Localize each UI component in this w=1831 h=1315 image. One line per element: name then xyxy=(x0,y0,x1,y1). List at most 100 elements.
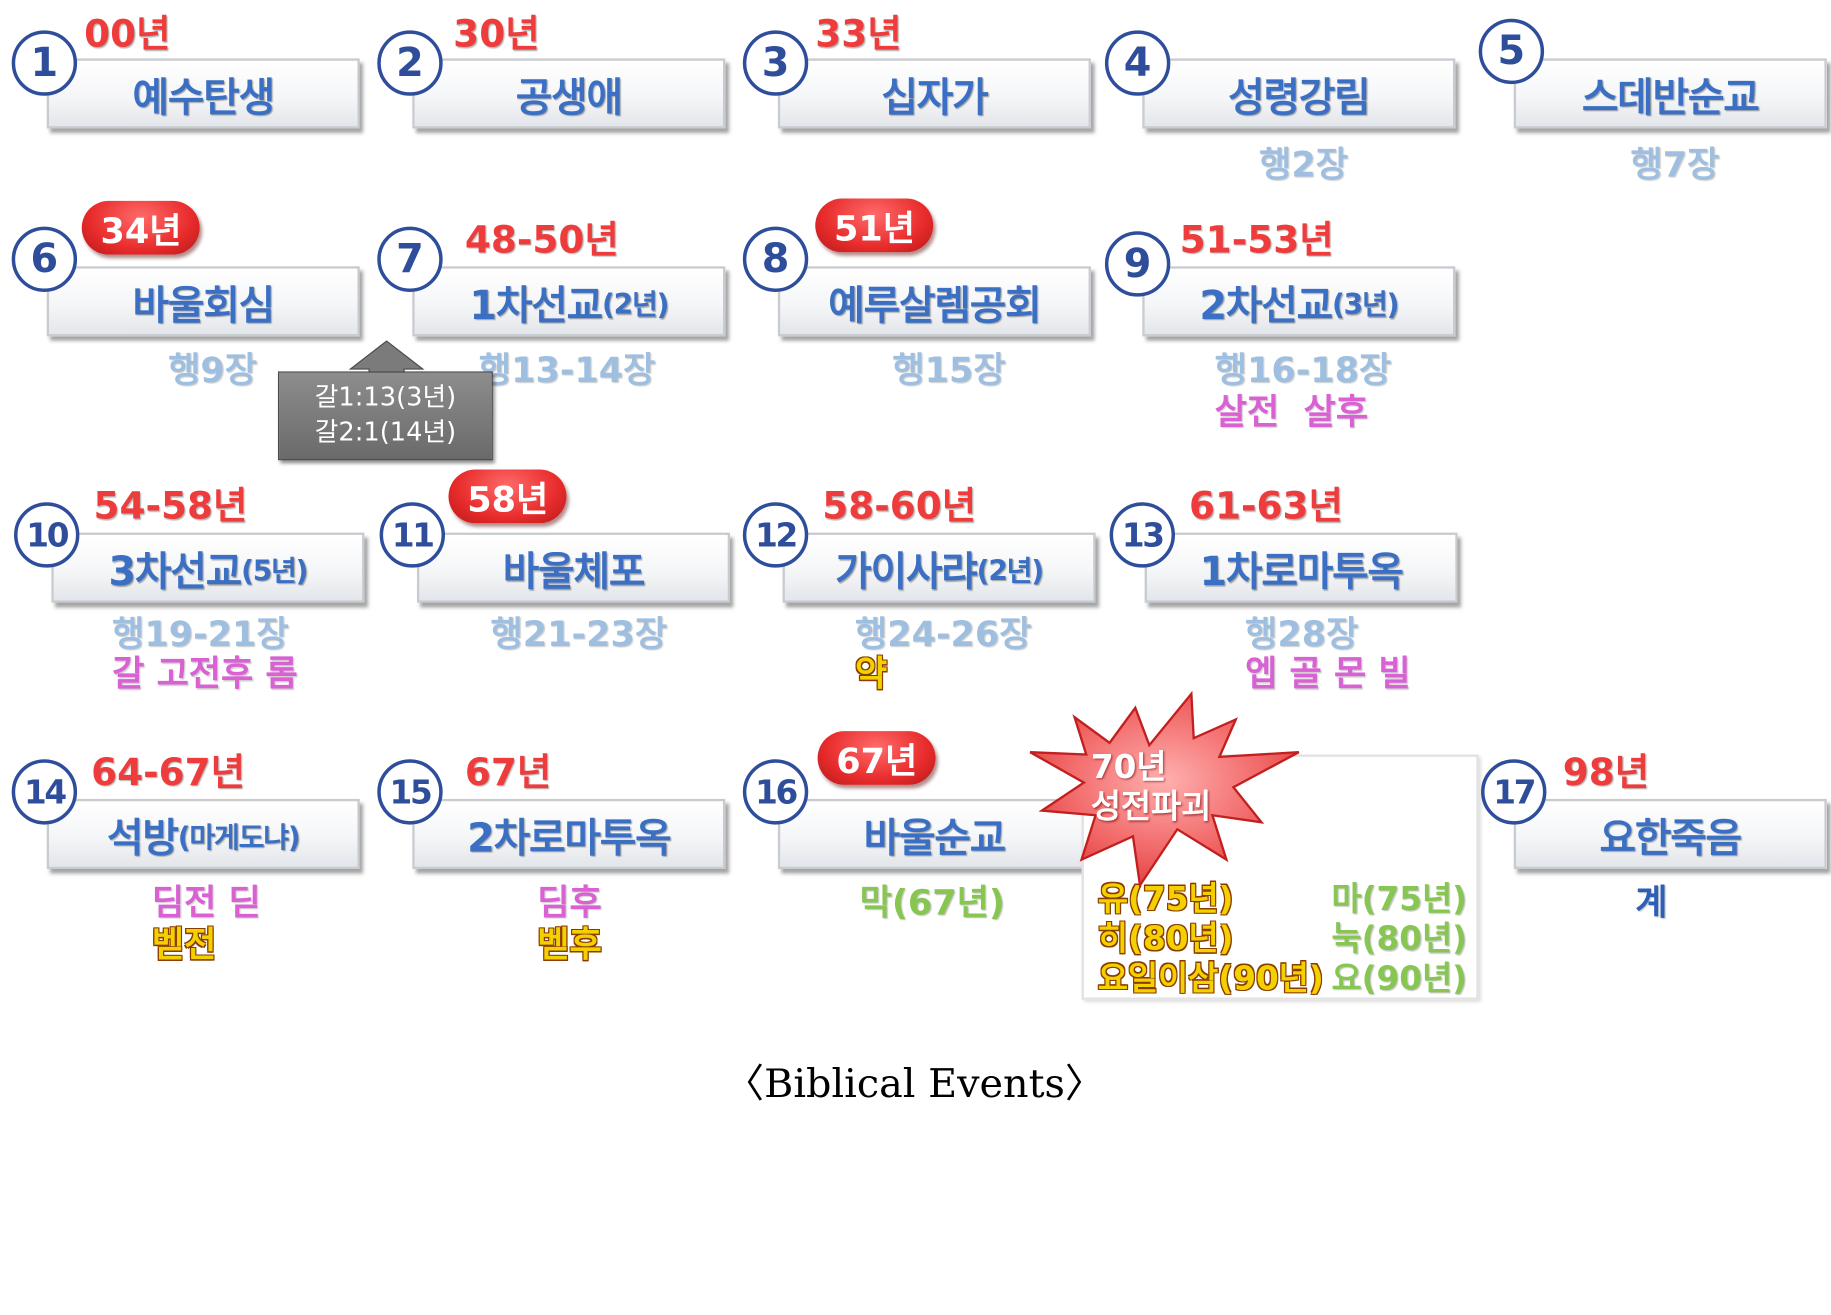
event-year-11: 58년 xyxy=(448,469,567,524)
event-ref-6: 행9장 xyxy=(168,350,258,392)
event-title: 예수탄생 xyxy=(132,74,275,121)
event-title: 십자가 xyxy=(881,74,988,121)
event-ref-12: 행24-26장 xyxy=(854,614,1032,656)
event-title-small: (마게도냐) xyxy=(177,820,301,854)
event-title-small: (2년) xyxy=(976,554,1044,587)
event-box-17: 요한죽음 xyxy=(1513,798,1827,869)
temple-title: 성전파괴 xyxy=(1090,787,1212,826)
temple-year: 70년 xyxy=(1090,747,1167,787)
event-year-6: 34년 xyxy=(81,200,201,255)
event-year-3: 33년 xyxy=(815,11,902,57)
event-number-17: 17 xyxy=(1481,759,1547,825)
event-title: 석방 xyxy=(106,814,179,862)
event-letters-15: 딤후 xyxy=(537,883,602,924)
event-title-small: (5년) xyxy=(241,554,308,587)
event-box-2: 공생애 xyxy=(412,58,726,129)
event-title: 스데반순교 xyxy=(1581,74,1760,121)
event-title: 3차선교 xyxy=(108,548,242,596)
event-letters-16: 막(67년) xyxy=(859,883,1005,924)
event-ref-7: 행13-14장 xyxy=(478,350,656,392)
event-ref-8: 행15장 xyxy=(892,350,1006,392)
event-title: 바울순교 xyxy=(863,814,1007,862)
event-ref-4: 행2장 xyxy=(1259,144,1348,186)
event-letters2-15: 벧후 xyxy=(537,925,602,966)
temple-left-2: 히(80년) xyxy=(1097,919,1234,958)
event-number-12: 12 xyxy=(742,502,809,568)
event-number-13: 13 xyxy=(1109,502,1176,568)
event-ref-10: 행19-21장 xyxy=(112,614,289,656)
temple-left-1: 유(75년) xyxy=(1097,879,1234,919)
explosion-icon xyxy=(1029,690,1300,889)
event-number-5: 5 xyxy=(1478,18,1545,85)
event-title: 예루살렘공회 xyxy=(828,282,1041,329)
event-number-14: 14 xyxy=(11,759,78,825)
event-letters-9: 살전 살후 xyxy=(1214,392,1369,434)
event-number-8: 8 xyxy=(742,226,809,292)
event-box-13: 1차로마투옥 xyxy=(1144,532,1458,603)
event-title-small: (3년) xyxy=(1331,287,1399,321)
temple-left-3: 요일이삼(90년) xyxy=(1097,958,1324,998)
event-title: 바울체포 xyxy=(502,548,646,596)
event-number-1: 1 xyxy=(11,30,78,96)
event-number-15: 15 xyxy=(377,759,443,825)
event-letters-12: 약 xyxy=(854,654,888,695)
event-year-17: 98년 xyxy=(1562,749,1650,795)
event-box-11: 바울체포 xyxy=(416,532,730,603)
event-box-6: 바울회심 xyxy=(46,266,360,337)
event-ref-11: 행21-23장 xyxy=(490,614,668,656)
event-number-10: 10 xyxy=(14,502,80,568)
event-number-16: 16 xyxy=(742,759,809,825)
event-title: 2차로마투옥 xyxy=(467,814,671,862)
event-ref-9: 행16-18장 xyxy=(1214,350,1392,392)
event-box-14: 석방(마게도냐) xyxy=(46,798,360,869)
event-ref-13: 행28장 xyxy=(1245,614,1359,656)
event-number-7: 7 xyxy=(377,226,443,292)
event-box-5: 스데반순교 xyxy=(1513,58,1827,129)
event-letters-14: 딤전 딛 xyxy=(151,883,261,924)
event-year-12: 58-60년 xyxy=(822,483,977,528)
event-year-16: 67년 xyxy=(817,731,936,785)
event-year-14: 64-67년 xyxy=(91,749,246,795)
event-title: 공생애 xyxy=(515,74,623,121)
event-year-1: 00년 xyxy=(84,11,171,57)
event-title: 바울회심 xyxy=(132,282,275,329)
event-letters2-14: 벧전 xyxy=(151,925,217,966)
event-box-1: 예수탄생 xyxy=(46,58,360,129)
galatians-note: 갈1:13(3년) 갈2:1(14년) xyxy=(277,371,493,461)
event-title: 1차로마투옥 xyxy=(1199,548,1403,596)
event-year-10: 54-58년 xyxy=(93,483,248,528)
temple-right-2: 눅(80년) xyxy=(1331,919,1468,958)
event-number-6: 6 xyxy=(11,226,78,292)
temple-destruction-label: 70년 성전파괴 xyxy=(1091,748,1211,827)
event-title: 요한죽음 xyxy=(1599,814,1743,862)
event-box-3: 십자가 xyxy=(777,58,1091,129)
event-title: 2차선교 xyxy=(1199,282,1333,329)
event-number-11: 11 xyxy=(379,502,446,568)
event-number-2: 2 xyxy=(377,30,443,96)
event-box-10: 3차선교(5년) xyxy=(51,532,365,603)
event-year-13: 61-63년 xyxy=(1189,483,1343,528)
event-year-2: 30년 xyxy=(453,11,540,57)
event-letters-13: 엡 골 몬 빌 xyxy=(1245,654,1411,695)
event-year-9: 51-53년 xyxy=(1179,217,1334,262)
temple-right-3: 요(90년) xyxy=(1331,958,1468,998)
event-title-small: (2년) xyxy=(601,287,669,321)
figure-caption: 〈Biblical Events〉 xyxy=(724,1060,1105,1108)
event-box-7: 1차선교(2년) xyxy=(412,266,726,337)
event-title: 가이사랴 xyxy=(835,548,978,596)
galatians-note-line2: 갈2:1(14년) xyxy=(314,418,457,448)
event-letters-10: 갈 고전후 롬 xyxy=(112,654,298,695)
event-title: 성령강림 xyxy=(1228,74,1371,121)
event-number-4: 4 xyxy=(1104,30,1171,96)
event-number-3: 3 xyxy=(742,30,809,96)
event-title: 1차선교 xyxy=(469,282,603,329)
event-year-15: 67년 xyxy=(464,749,552,795)
event-number-9: 9 xyxy=(1104,231,1171,297)
event-box-8: 예루살렘공회 xyxy=(777,266,1091,337)
event-year-7: 48-50년 xyxy=(464,217,619,262)
galatians-note-line1: 갈1:13(3년) xyxy=(314,383,457,413)
event-ref-5: 행7장 xyxy=(1630,144,1720,186)
event-letters-17: 계 xyxy=(1635,883,1668,924)
event-year-8: 51년 xyxy=(815,198,934,253)
